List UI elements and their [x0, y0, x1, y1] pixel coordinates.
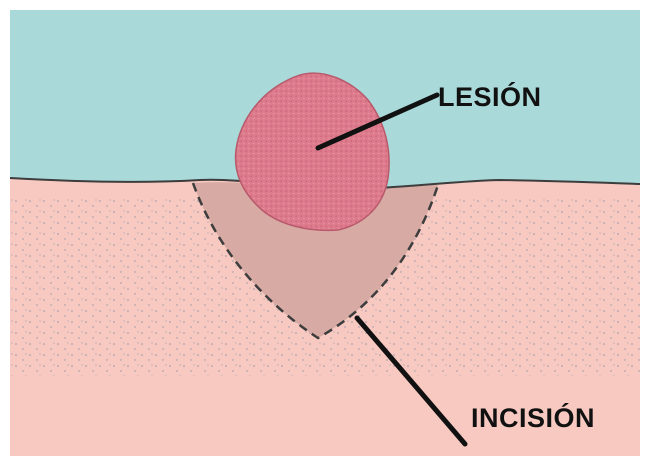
incision-label: INCISIÓN [471, 405, 595, 432]
lesion-label: LESIÓN [438, 84, 542, 111]
